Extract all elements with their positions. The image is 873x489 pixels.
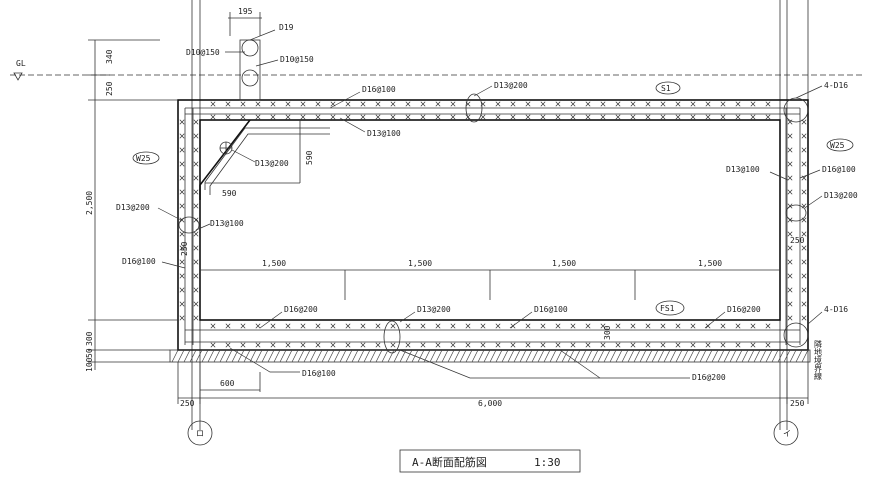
rebar-bot-d16-100: D16@100 [534,305,568,314]
rebar-top-d13-mid: D13@200 [494,81,528,90]
haunch-590-h: 590 [222,189,237,198]
title-block: A-A断面配筋図 1:30 [399,449,581,473]
rebar-under-d16-200: D16@200 [692,373,726,382]
rebar-right-d16-100: D16@100 [822,165,856,174]
gl-label: GL [16,59,26,68]
drawing-scale: 1:30 [534,456,561,469]
axis-markers: ロ イ [187,420,799,446]
rebar-left-d16-100: D16@100 [122,257,156,266]
left-dimensions: 340 250 2,500 300 50 100 [85,39,178,372]
rebar-haunch-d13: D13@200 [255,159,289,168]
axis-label-left: ロ [196,429,204,438]
wall-mark-left: W25 [136,154,151,163]
dim-2500: 2,500 [85,191,94,215]
rebar-bot-d16-200-left: D16@200 [284,305,318,314]
dim-50: 50 [85,348,94,358]
dim-6000: 6,000 [478,399,502,408]
rebar-left-d13-100: D13@100 [210,219,244,228]
rebar-labels: D19 D10@150 D10@150 D16@100 D13@200 D13@… [116,23,858,382]
rebar-left-d13-200: D13@200 [116,203,150,212]
span3-dim: 1,500 [552,259,576,268]
span-dimension: 1,500 1,500 1,500 1,500 [200,259,780,300]
rebar-bot-d16-200-right: D16@200 [727,305,761,314]
axis-circle-left [187,420,213,446]
axis-circle-right [773,420,799,446]
box-section [177,39,809,351]
rebar-right-d13-100: D13@100 [726,165,760,174]
rebar-right-4d16-top: 4-D16 [824,81,848,90]
span2-dim: 1,500 [408,259,432,268]
dim-600: 600 [220,379,235,388]
leader-lines [157,29,823,379]
rebar-right-d13-200: D13@200 [824,191,858,200]
dim-250-top: 250 [105,81,114,96]
haunch-590-v: 590 [305,150,314,165]
member-marks: W25 W25 S1 FS1 [132,81,854,316]
rebar-under-d16-100: D16@100 [302,369,336,378]
slab-300: 300 [603,325,612,340]
dim-100: 100 [85,357,94,372]
slab-mark-top: S1 [661,84,671,93]
rebar-d19: D19 [279,23,294,32]
slab-mark-bottom: FS1 [660,304,675,313]
wall-mark-right: W25 [830,141,845,150]
rebar-d10-b: D10@150 [280,55,314,64]
rebar-top-d13-low: D13@100 [367,129,401,138]
rebar-d10-a: D10@150 [186,48,220,57]
lap-ellipses [178,93,809,354]
dim-250-bottom-right: 250 [790,399,805,408]
wall-250-right: 250 [790,236,805,245]
axis-label-right: イ [783,429,791,438]
span4-dim: 1,500 [698,259,722,268]
dim-195: 195 [238,7,253,16]
dim-250-bottom-left: 250 [180,399,195,408]
bottom-dimensions: 600 250 6,000 250 [177,362,809,408]
rebar-right-4d16-bot: 4-D16 [824,305,848,314]
gl-line: GL [10,59,865,81]
top-dimension: 195 [228,7,262,36]
rebar-bot-d13-200: D13@200 [417,305,451,314]
rebar-top-d16: D16@100 [362,85,396,94]
dim-340: 340 [105,49,114,64]
wall-250-left: 250 [180,241,189,256]
drawing-title: A-A断面配筋図 [412,455,487,469]
haunch-dimensions: 590 590 [205,120,314,198]
axis-lines [191,0,809,430]
lean-concrete [169,349,811,363]
boundary-note: 隣地境界線 [814,339,823,380]
dim-300: 300 [85,331,94,346]
span1-dim: 1,500 [262,259,286,268]
rebar-crosses [179,101,807,348]
